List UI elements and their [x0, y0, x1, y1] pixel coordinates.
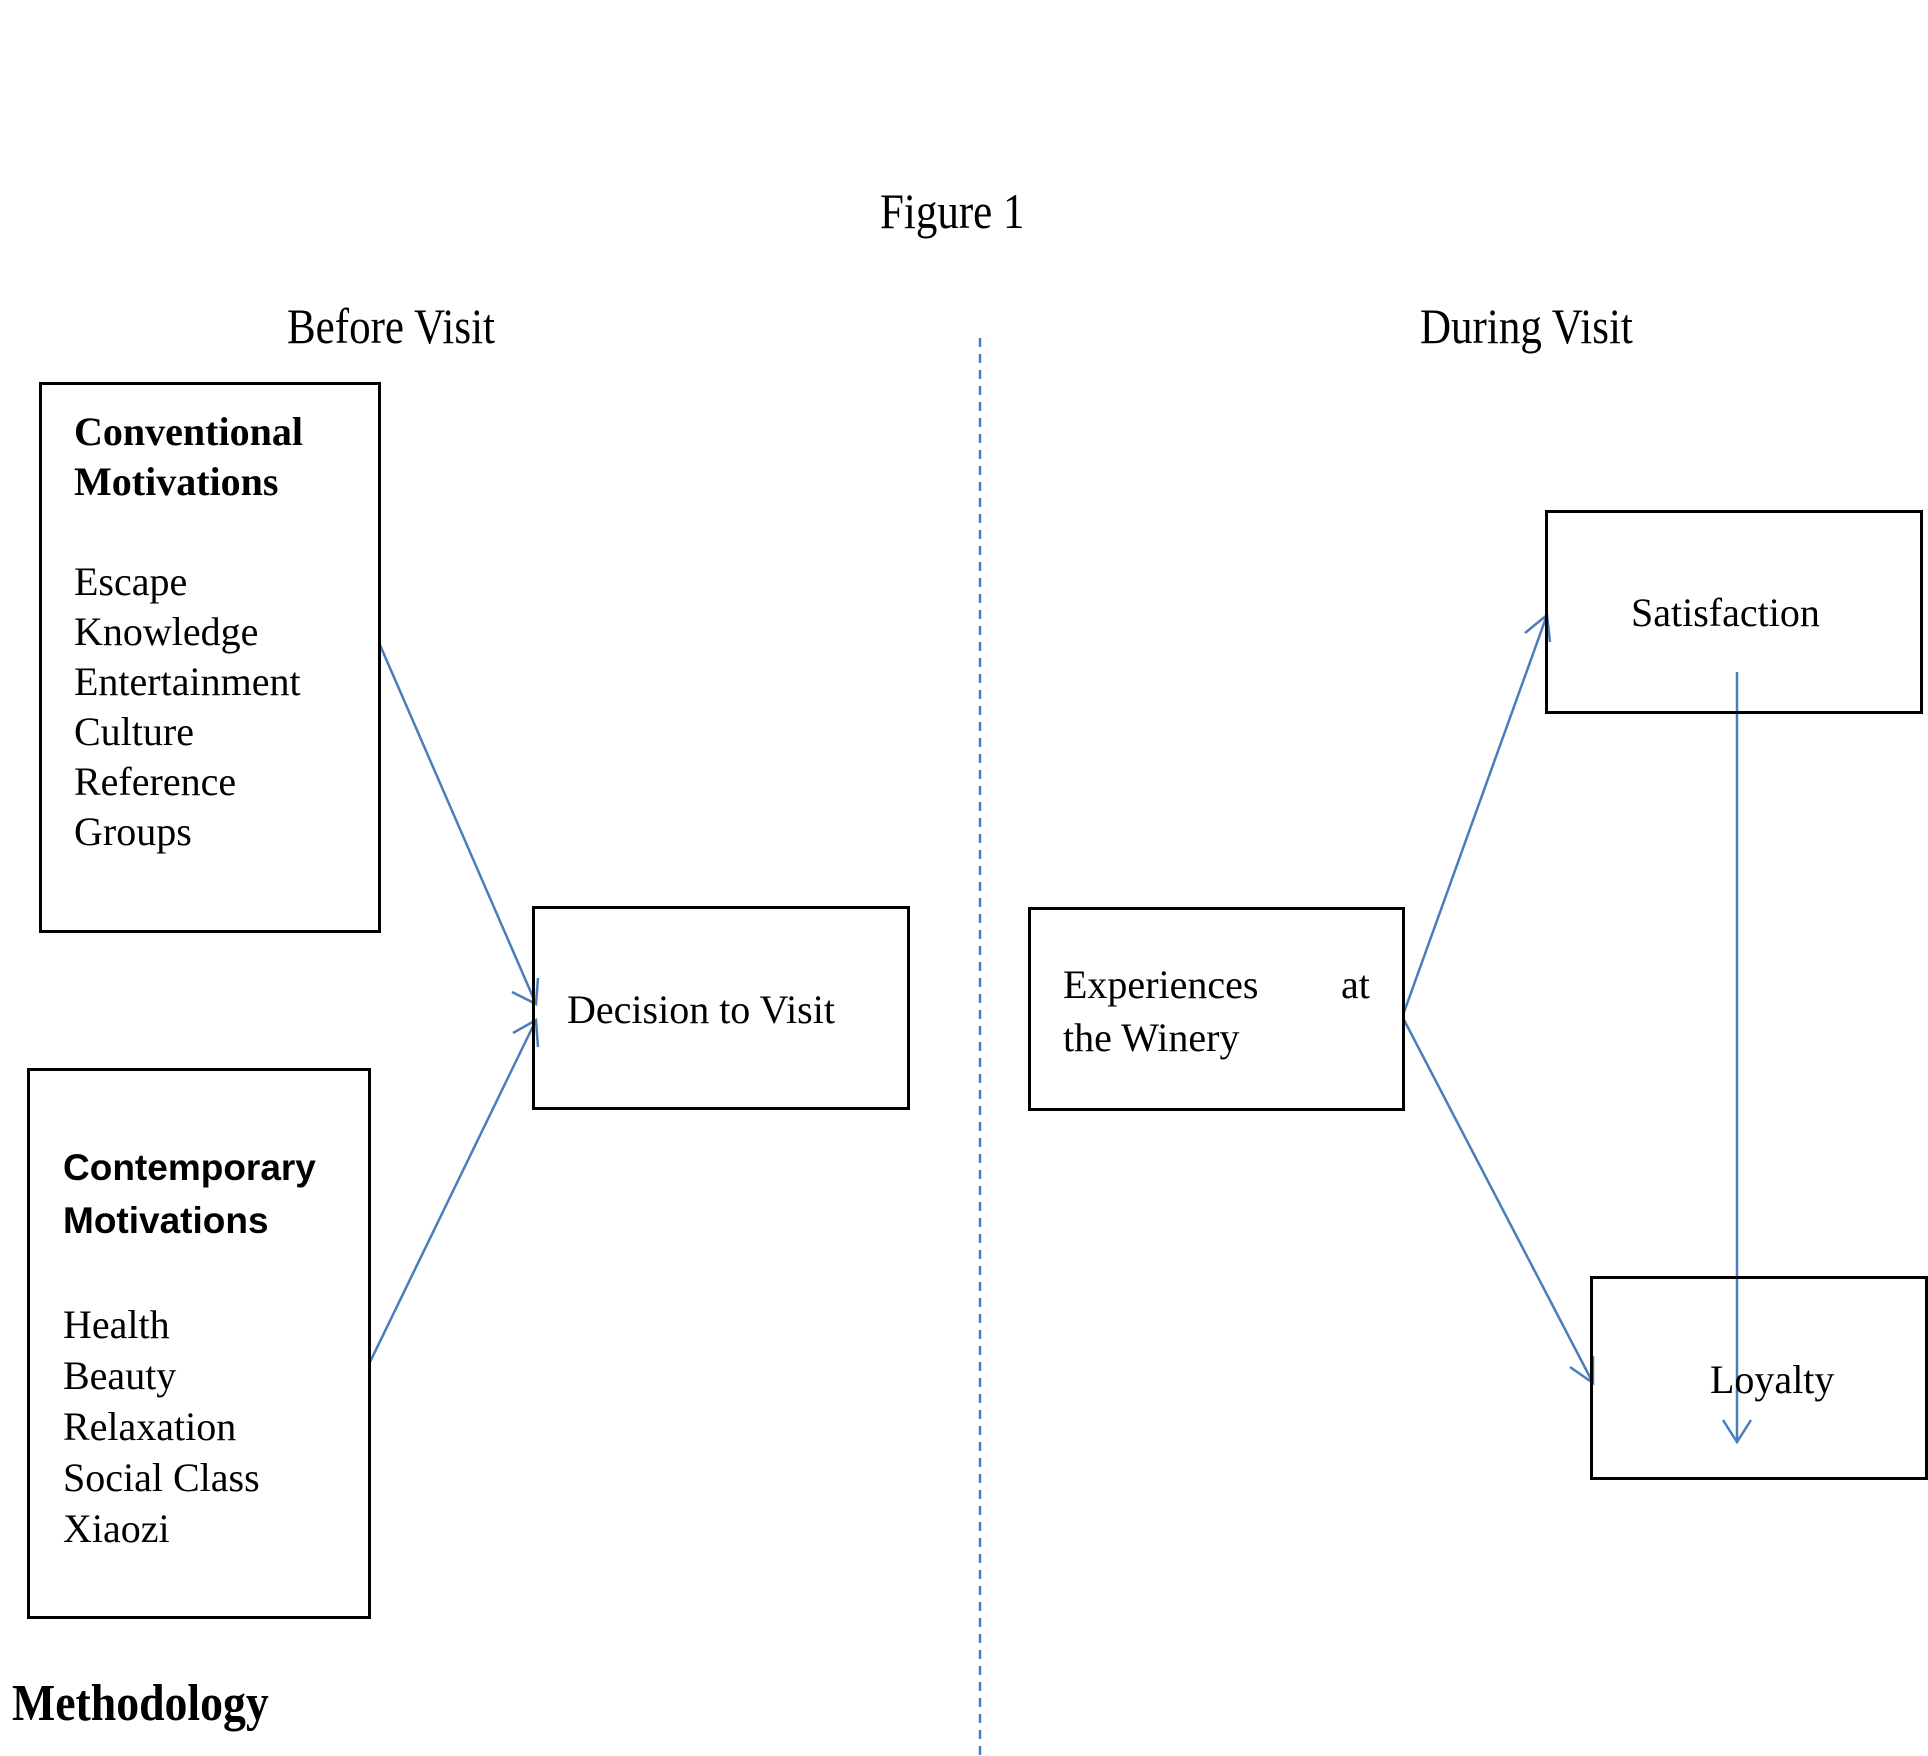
arrow-contemporary-to-decision [368, 1017, 540, 1363]
arrow-experiences-to-satisfaction [1401, 612, 1552, 1016]
experiences-box: Experiences at the Winery [1028, 907, 1405, 1111]
figure-title: Figure 1 [880, 183, 1025, 239]
conventional-item: Entertainment [74, 659, 301, 704]
decision-to-visit-box: Decision to Visit [532, 906, 910, 1110]
arrow-conventional-to-decision [378, 644, 540, 1006]
loyalty-label: Loyalty [1710, 1357, 1835, 1402]
experiences-word1: Experiences [1063, 962, 1259, 1007]
contemporary-title-line2: Motivations [63, 1200, 269, 1241]
conventional-motivations-box: Conventional Motivations Escape Knowledg… [39, 382, 381, 933]
before-visit-heading: Before Visit [287, 298, 496, 354]
satisfaction-box: Satisfaction [1545, 510, 1923, 714]
contemporary-title-line1: Contemporary [63, 1147, 316, 1188]
arrow-satisfaction-to-loyalty [1721, 672, 1753, 1445]
conventional-item: Knowledge [74, 609, 259, 654]
during-visit-heading: During Visit [1420, 298, 1633, 354]
contemporary-item: Xiaozi [63, 1506, 170, 1551]
contemporary-item: Beauty [63, 1353, 177, 1398]
loyalty-box: Loyalty [1590, 1276, 1928, 1480]
experiences-word2: at [1341, 962, 1370, 1007]
conventional-item: Escape [74, 559, 188, 604]
arrow-experiences-to-loyalty [1401, 1017, 1595, 1386]
experiences-line2: the Winery [1063, 1015, 1240, 1060]
contemporary-motivations-box: Contemporary Motivations Health Beauty R… [27, 1068, 371, 1619]
satisfaction-label: Satisfaction [1631, 590, 1820, 635]
conventional-item: Culture [74, 709, 194, 754]
contemporary-item: Health [63, 1302, 170, 1347]
conventional-title-line1: Conventional [74, 409, 303, 454]
decision-label: Decision to Visit [567, 987, 835, 1032]
conventional-title-line2: Motivations [74, 459, 279, 504]
section-heading: Methodology [12, 1675, 269, 1732]
conventional-item: Reference [74, 759, 237, 804]
contemporary-item: Relaxation [63, 1404, 237, 1449]
conventional-item: Groups [74, 809, 192, 854]
contemporary-item: Social Class [63, 1455, 260, 1500]
